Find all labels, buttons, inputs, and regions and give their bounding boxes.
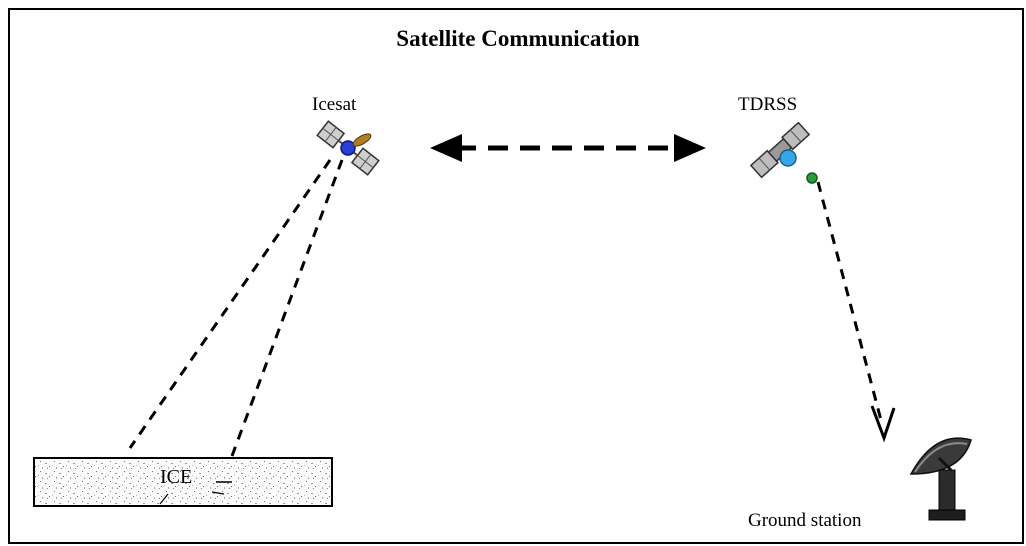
ground-station-label: Ground station <box>748 510 862 531</box>
ice-block <box>33 457 333 507</box>
diagram-frame: Satellite Communication <box>8 8 1024 544</box>
diagram-title: Satellite Communication <box>396 26 640 51</box>
beam-icesat-ice <box>128 159 344 457</box>
link-icesat-tdrss <box>430 134 706 162</box>
ground-station-dish-icon <box>909 437 972 521</box>
ice-label: ICE <box>160 466 193 488</box>
icesat-label: Icesat <box>312 94 357 115</box>
tdrss-label: TDRSS <box>738 94 798 115</box>
link-tdrss-ground <box>816 181 896 443</box>
tdrss-satellite-icon <box>749 121 818 184</box>
diagram-canvas <box>33 120 972 521</box>
icesat-satellite-icon <box>316 120 380 176</box>
